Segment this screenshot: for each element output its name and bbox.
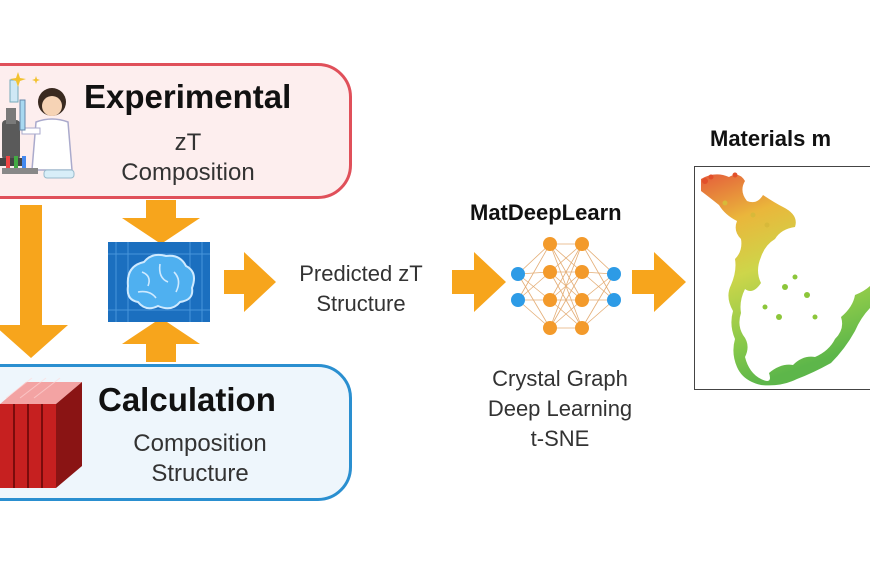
experimental-title: Experimental — [84, 78, 292, 115]
matdeeplearn-line1: Crystal Graph — [492, 366, 628, 391]
matdeeplearn-line3: t-SNE — [530, 426, 590, 451]
calculation-line1: Composition — [133, 430, 267, 457]
experimental-line2: Composition — [121, 159, 255, 186]
neural-network-icon — [510, 232, 626, 342]
experimental-line1: zT — [174, 129, 202, 156]
supercomputer-icon — [0, 377, 82, 490]
brain-icon — [108, 242, 210, 322]
predicted-line1: Predicted zT — [299, 261, 423, 286]
scientist-icon — [0, 70, 80, 190]
calculation-title: Calculation — [98, 381, 276, 418]
materials-map-title: Materials m — [710, 126, 832, 151]
predicted-line2: Structure — [316, 291, 406, 316]
calculation-line2: Structure — [151, 460, 249, 487]
materials-map-plot — [694, 166, 870, 390]
matdeeplearn-line2: Deep Learning — [487, 396, 633, 421]
matdeeplearn-title: MatDeepLearn — [470, 200, 622, 225]
